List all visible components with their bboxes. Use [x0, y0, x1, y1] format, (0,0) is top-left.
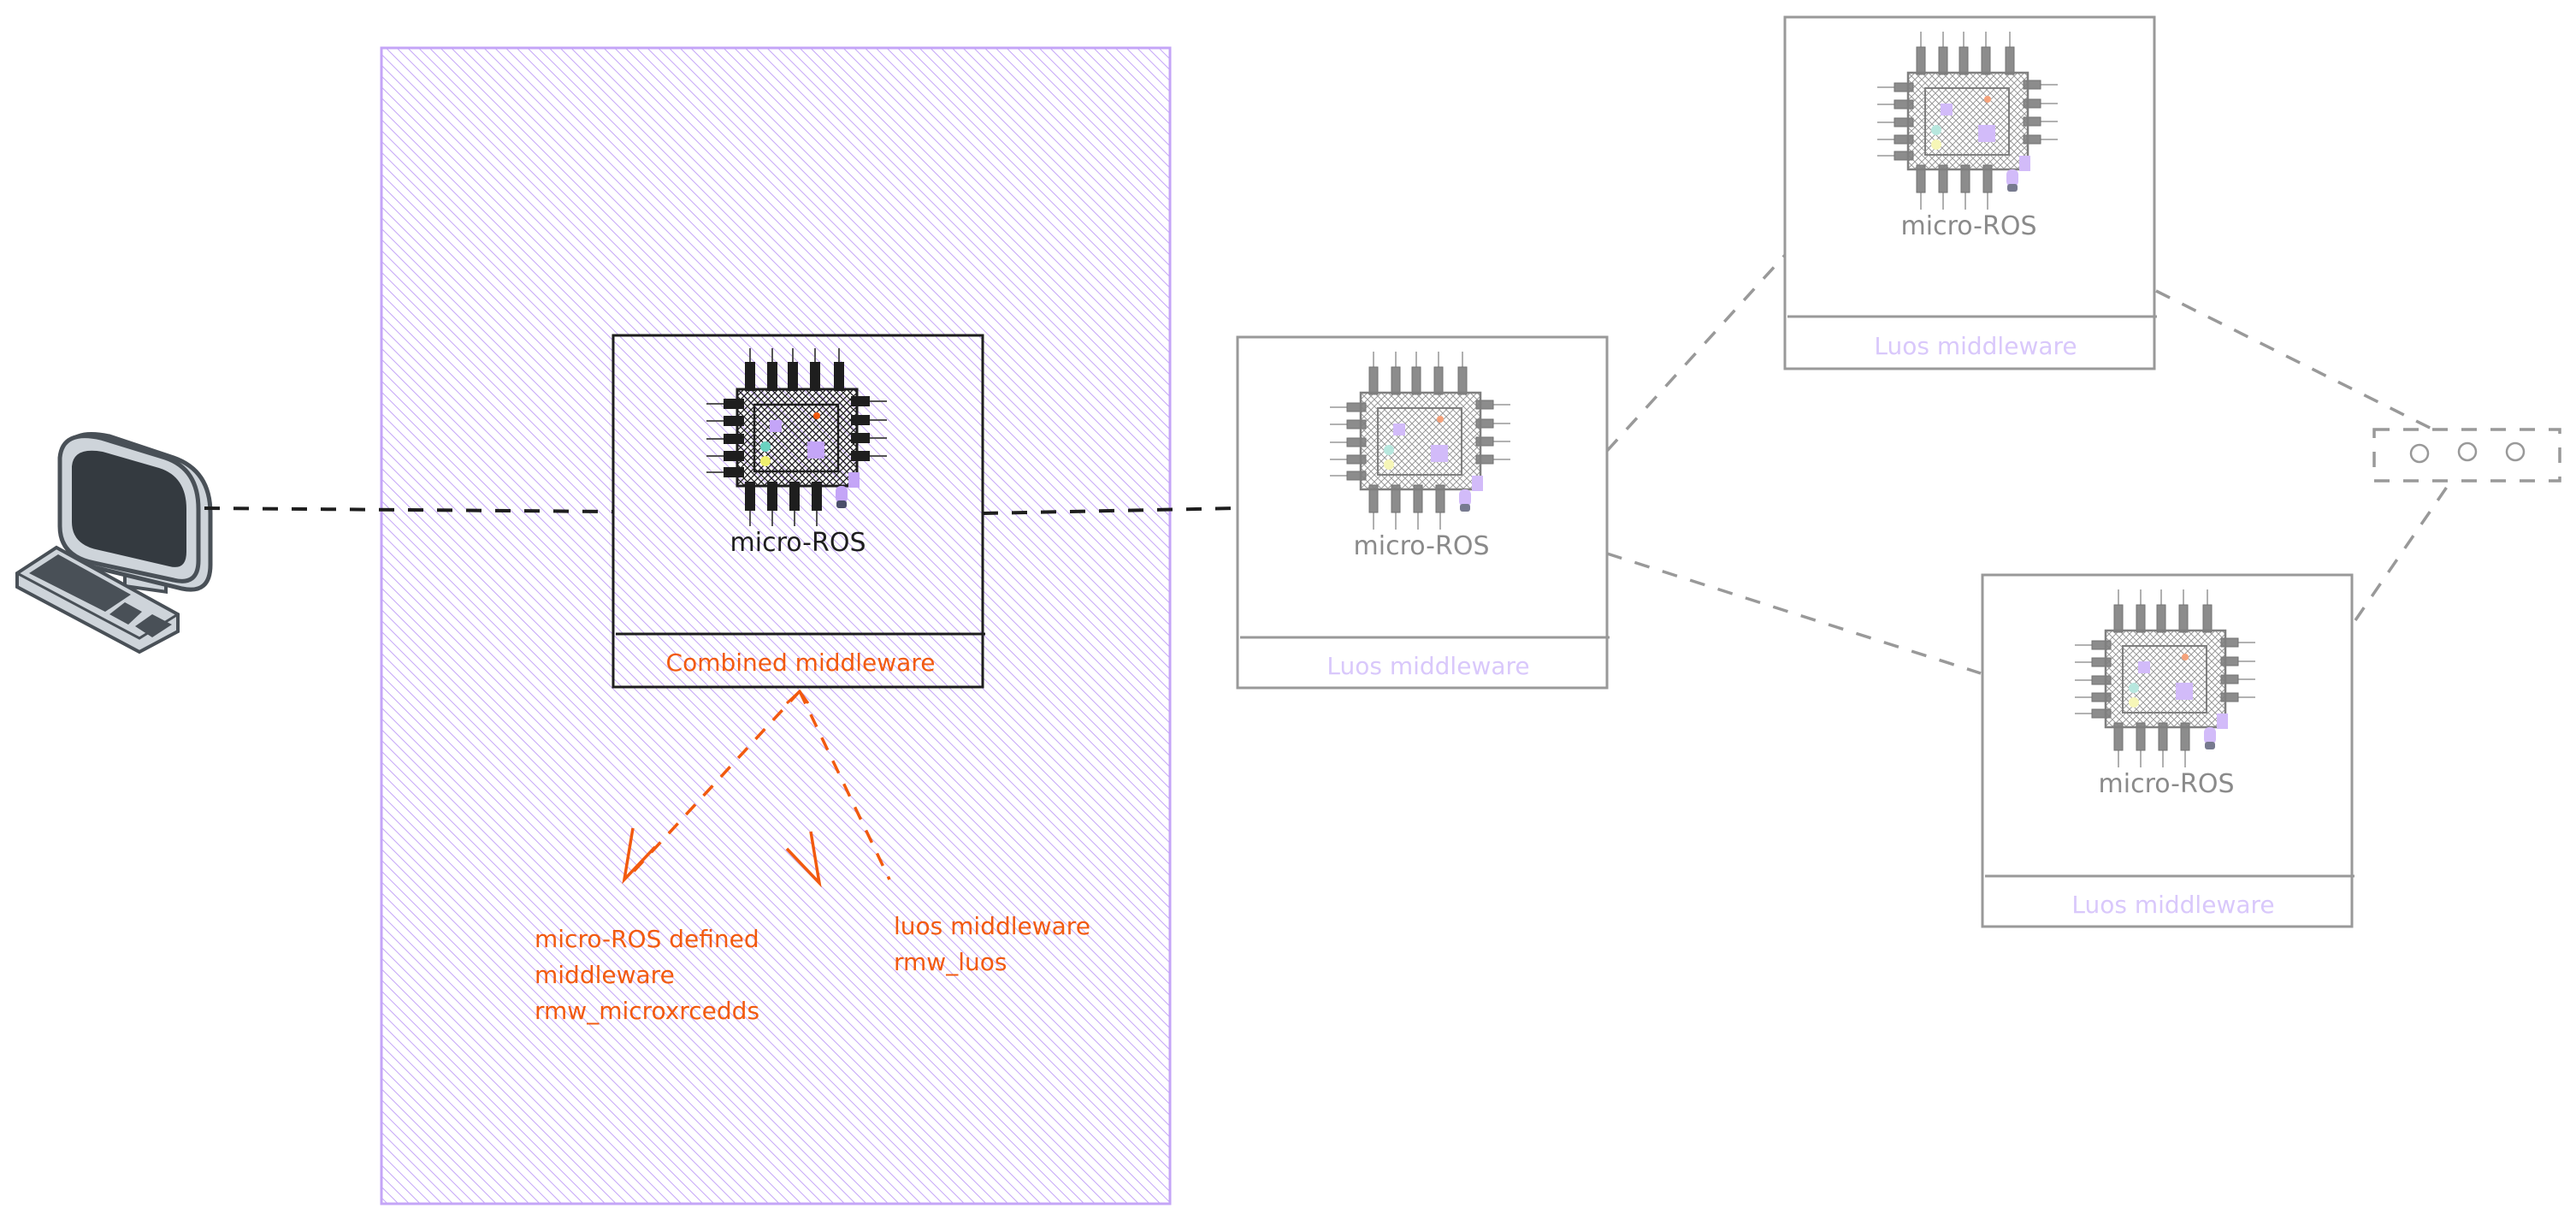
arrow-to-microros-middleware: [627, 690, 801, 879]
link-luos-3-to-more: [2354, 480, 2453, 621]
ellipsis-icon: [2409, 441, 2526, 464]
luos-node-title: micro-ROS: [1354, 531, 1490, 561]
main-node-to-luos-node-link: [982, 506, 1238, 515]
luos-node-title: micro-ROS: [1901, 211, 2037, 241]
desktop-computer-icon: [15, 432, 213, 654]
luos-node[interactable]: micro-ROS Luos middleware: [1981, 573, 2354, 928]
annotation-line: rmw_microxrcedds: [535, 997, 759, 1025]
luos-node-title: micro-ROS: [2099, 769, 2235, 799]
luos-network-links: [1605, 252, 2453, 675]
arrowhead-left: [622, 827, 657, 885]
luos-node-footer: Luos middleware: [2071, 891, 2274, 919]
arrow-to-luos-middleware: [798, 690, 891, 880]
luos-node-footer: Luos middleware: [1326, 652, 1529, 680]
annotation-line: middleware: [535, 961, 675, 989]
annotation-line: rmw_luos: [894, 948, 1007, 976]
computer-to-main-node-link: [204, 506, 614, 513]
link-luos-2-to-more: [2155, 289, 2434, 431]
annotation-microros-middleware: micro-ROS defined middleware rmw_microxr…: [535, 925, 759, 1025]
main-node-footer: Combined middleware: [666, 648, 936, 677]
link-luos-1-to-luos-3: [1606, 552, 1982, 675]
arrowhead-right: [785, 831, 822, 888]
luos-node-footer: Luos middleware: [1874, 332, 2077, 360]
more-nodes-placeholder[interactable]: [2372, 428, 2561, 483]
luos-node[interactable]: micro-ROS Luos middleware: [1783, 15, 2157, 370]
annotation-line: luos middleware: [894, 912, 1090, 940]
combined-middleware-group: [380, 46, 1172, 1205]
link-luos-1-to-luos-2: [1605, 252, 1788, 453]
annotation-line: micro-ROS defined: [535, 925, 759, 953]
main-node-title: micro-ROS: [730, 528, 866, 558]
annotation-luos-middleware: luos middleware rmw_luos: [894, 912, 1090, 976]
main-node[interactable]: micro-ROS Combined middleware: [612, 334, 985, 689]
annotation-arrows: [622, 689, 891, 888]
luos-node[interactable]: micro-ROS Luos middleware: [1236, 335, 1610, 690]
